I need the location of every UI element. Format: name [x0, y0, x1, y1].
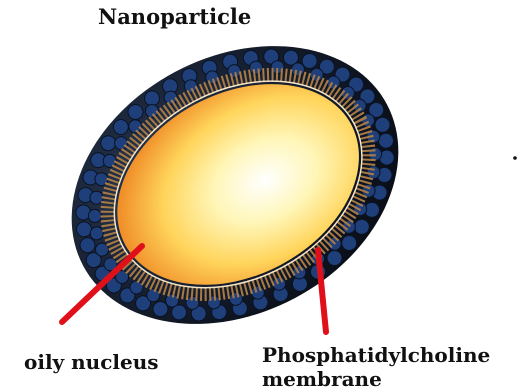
diagram-title: Nanoparticle: [98, 4, 251, 29]
membrane-label-line2: membrane: [262, 367, 382, 391]
membrane-label-line1: Phosphatidylcholine: [262, 343, 490, 367]
oily-nucleus-label: oily nucleus: [24, 350, 159, 374]
stray-dot: [513, 156, 517, 160]
